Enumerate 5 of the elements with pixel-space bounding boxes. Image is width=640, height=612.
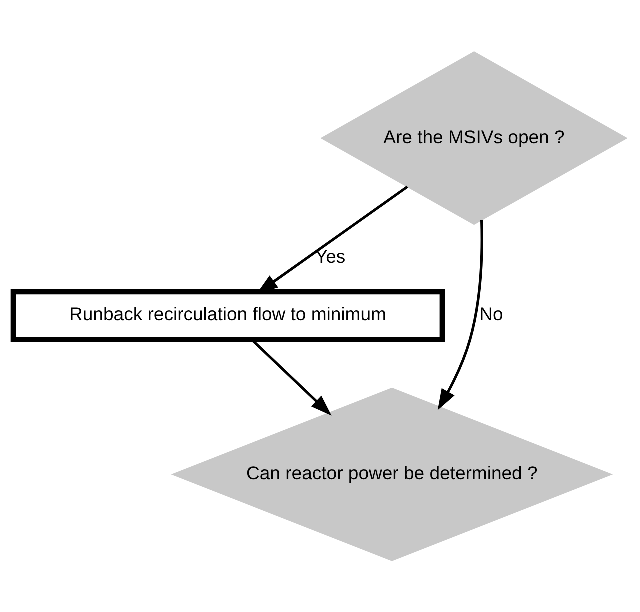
arrow (438, 220, 484, 410)
edge-label: No (480, 303, 504, 324)
node-box: Runback recirculation flow to minimum (10, 288, 446, 342)
edge-label: Yes (315, 246, 346, 267)
node-diamond: Are the MSIVs open ? (320, 51, 628, 225)
